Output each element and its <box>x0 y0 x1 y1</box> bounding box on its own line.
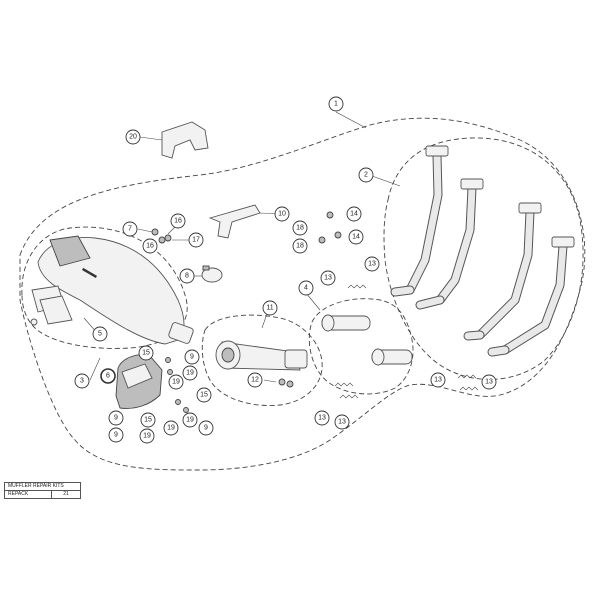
svg-text:15: 15 <box>142 350 150 357</box>
callout-15-c: 15 <box>140 412 156 428</box>
svg-text:4: 4 <box>304 285 308 292</box>
springs-13 <box>334 284 479 399</box>
callout-14-b: 14 <box>348 229 364 245</box>
svg-text:9: 9 <box>190 354 194 361</box>
svg-text:13: 13 <box>338 419 346 426</box>
svg-text:9: 9 <box>114 432 118 439</box>
header-group-boundary <box>383 137 584 380</box>
assembly-1-boundary <box>19 117 586 471</box>
svg-text:3: 3 <box>80 378 84 385</box>
svg-text:18: 18 <box>296 243 304 250</box>
svg-text:7: 7 <box>128 226 132 233</box>
callout-19-e: 19 <box>182 412 198 428</box>
callout-8: 8 <box>179 268 195 284</box>
leader-lines <box>83 111 401 383</box>
header-pipes <box>390 145 575 357</box>
callout-13-c: 13 <box>314 410 330 426</box>
svg-text:19: 19 <box>186 417 194 424</box>
heat-shield <box>115 354 163 409</box>
svg-text:16: 16 <box>146 243 154 250</box>
callout-12: 12 <box>247 372 263 388</box>
callout-14-a: 14 <box>346 206 362 222</box>
callout-15-b: 15 <box>196 387 212 403</box>
svg-text:19: 19 <box>172 379 180 386</box>
end-cap-parts <box>30 285 73 326</box>
callout-9-b: 9 <box>108 410 124 426</box>
callout-13-d: 13 <box>334 414 350 430</box>
callout-2: 2 <box>358 167 374 183</box>
svg-text:19: 19 <box>167 425 175 432</box>
svg-text:1: 1 <box>334 101 338 108</box>
svg-text:2: 2 <box>364 172 368 179</box>
repair-table-label: REPACK <box>4 490 52 499</box>
callout-6: 6 <box>100 368 116 384</box>
callout-7: 7 <box>122 221 138 237</box>
muffler-group-boundary <box>21 226 188 349</box>
svg-text:19: 19 <box>186 370 194 377</box>
svg-text:10: 10 <box>278 211 286 218</box>
muffler-body: ▬▬ <box>37 235 194 345</box>
svg-text:16: 16 <box>174 218 182 225</box>
callout-15-a: 15 <box>138 345 154 361</box>
muffler-repair-kits-table: MUFFLER REPAIR KITS REPACK 21 <box>4 482 81 499</box>
svg-text:13: 13 <box>485 379 493 386</box>
repair-table-value: 21 <box>51 490 81 499</box>
callout-11: 11 <box>262 300 278 316</box>
callout-17: 17 <box>188 232 204 248</box>
svg-text:15: 15 <box>200 392 208 399</box>
clamp-8 <box>201 265 223 283</box>
svg-text:17: 17 <box>192 237 200 244</box>
svg-text:15: 15 <box>144 417 152 424</box>
callout-13-e: 13 <box>430 372 446 388</box>
callout-9-a: 9 <box>184 349 200 365</box>
svg-text:13: 13 <box>434 377 442 384</box>
bracket-10 <box>208 204 261 239</box>
callout-9-d: 9 <box>198 420 214 436</box>
svg-text:13: 13 <box>324 275 332 282</box>
callout-19-d: 19 <box>163 420 179 436</box>
svg-text:14: 14 <box>352 234 360 241</box>
repair-table-header-row: MUFFLER REPAIR KITS <box>4 482 81 491</box>
svg-text:9: 9 <box>114 415 118 422</box>
collector-4 <box>321 314 413 366</box>
link-pipe-11 <box>215 340 308 371</box>
callout-5: 5 <box>92 326 108 342</box>
repair-table-title: MUFFLER REPAIR KITS <box>4 482 81 491</box>
callout-9-c: 9 <box>108 427 124 443</box>
callout-19-b: 19 <box>182 365 198 381</box>
bracket-20 <box>161 121 209 159</box>
callout-16-b: 16 <box>142 238 158 254</box>
small-hardware <box>151 211 342 413</box>
svg-text:12: 12 <box>251 377 259 384</box>
svg-text:5: 5 <box>98 331 102 338</box>
svg-text:13: 13 <box>368 261 376 268</box>
svg-text:9: 9 <box>204 425 208 432</box>
svg-text:20: 20 <box>129 134 137 141</box>
callout-10: 10 <box>274 206 290 222</box>
svg-text:19: 19 <box>143 433 151 440</box>
callout-18-b: 18 <box>292 238 308 254</box>
svg-text:6: 6 <box>106 373 110 380</box>
callout-3: 3 <box>74 373 90 389</box>
svg-text:11: 11 <box>266 305 273 312</box>
callout-18-a: 18 <box>292 220 308 236</box>
svg-text:8: 8 <box>185 273 189 280</box>
callout-1: 1 <box>328 96 344 112</box>
callout-20: 20 <box>125 129 141 145</box>
link-pipe-group-boundary <box>201 314 323 406</box>
callout-4: 4 <box>298 280 314 296</box>
callout-19-c: 19 <box>139 428 155 444</box>
repair-table-row: REPACK 21 <box>4 490 81 499</box>
callout-16-a: 16 <box>170 213 186 229</box>
svg-text:14: 14 <box>350 211 358 218</box>
svg-text:18: 18 <box>296 225 304 232</box>
svg-text:13: 13 <box>318 415 326 422</box>
callout-19-a: 19 <box>168 374 184 390</box>
collector-group-boundary <box>308 298 414 395</box>
callout-13-f: 13 <box>481 374 497 390</box>
callout-13-b: 13 <box>364 256 380 272</box>
callout-13-a: 13 <box>320 270 336 286</box>
